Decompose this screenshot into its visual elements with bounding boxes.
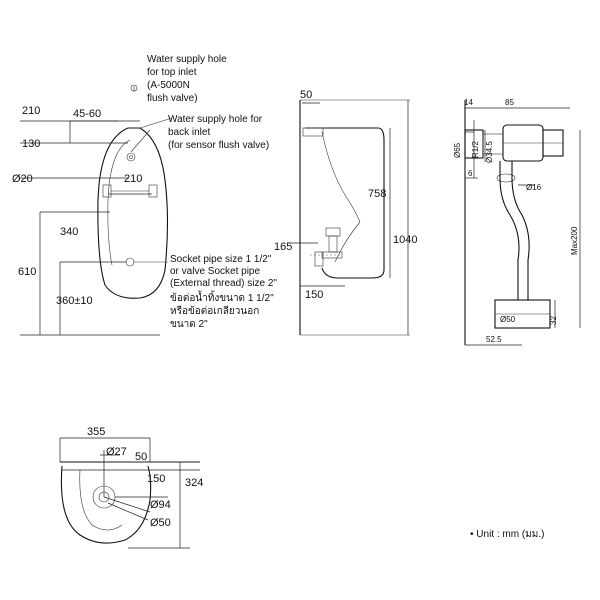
dim-valve-r12: R1/2: [471, 141, 480, 158]
note-socket-pipe: Socket pipe size 1 1/2" or valve Socket …: [170, 254, 277, 289]
dim-top-355: 355: [87, 426, 105, 438]
dim-valve-max200: Max200: [570, 226, 579, 255]
svg-text:flush valve): flush valve): [147, 93, 198, 104]
svg-text:Socket pipe size 1 1/2": Socket pipe size 1 1/2": [170, 254, 272, 265]
dim-valve-32: 32: [549, 316, 558, 325]
dim-top-d27: Ø27: [106, 446, 127, 458]
trap-flange: [325, 227, 341, 237]
dim-210-top: 210: [22, 105, 40, 117]
hanger-right: [148, 184, 158, 198]
dim-valve-52-5: 52.5: [486, 335, 502, 344]
note-back-inlet: Water supply hole for back inlet (for se…: [168, 114, 269, 151]
dim-valve-14: 14: [464, 98, 473, 107]
valve-view: 14 85 Ø65 R1/2 Ø34.5 6 Ø16 Max200 Ø50 32…: [453, 98, 581, 346]
svg-text:ข้อต่อน้ำทิ้งขนาด 1 1/2": ข้อต่อน้ำทิ้งขนาด 1 1/2": [170, 290, 274, 304]
svg-text:หรือข้อต่อเกลียวนอก: หรือข้อต่อเกลียวนอก: [170, 305, 259, 317]
svg-text:back inlet: back inlet: [168, 127, 210, 138]
hanger-left: [102, 184, 112, 198]
dim-top-50: 50: [135, 451, 147, 463]
dim-360: 360±10: [56, 295, 93, 307]
svg-text:for top inlet: for top inlet: [147, 67, 197, 78]
svg-text:(A-5000N: (A-5000N: [147, 80, 190, 91]
top-view: 355 Ø27 50 150 324 Ø94 Ø50: [59, 426, 203, 549]
dim-210-inner: 210: [124, 173, 142, 185]
dim-top-324: 324: [185, 477, 203, 489]
top-inlet-hole: [126, 152, 136, 162]
valve-pipe: [499, 161, 520, 300]
dim-side-50: 50: [300, 89, 312, 101]
urinal-front-inner: [107, 139, 131, 266]
dim-side-150: 150: [305, 289, 323, 301]
dim-340: 340: [60, 226, 78, 238]
dim-130: 130: [22, 138, 40, 150]
svg-text:Water supply hole for: Water supply hole for: [168, 114, 263, 125]
dim-d20: Ø20: [12, 173, 33, 185]
urinal-front-outline: [97, 127, 169, 299]
dim-top-d94: Ø94: [150, 499, 171, 511]
note-top-inlet: Water supply hole for top inlet (A-5000N…: [147, 54, 227, 104]
dim-top-150: 150: [147, 473, 165, 485]
dim-valve-50: Ø50: [500, 315, 516, 324]
dim-valve-85: 85: [505, 98, 514, 107]
dim-valve-65: Ø65: [453, 142, 462, 158]
svg-text:or valve Socket pipe: or valve Socket pipe: [170, 266, 260, 277]
unit-note: • Unit : mm (มม.): [470, 529, 544, 540]
outlet-hole: [125, 257, 135, 267]
dim-valve-345: Ø34.5: [485, 141, 494, 163]
back-inlet-hole: [129, 155, 133, 159]
svg-text:Water supply hole: Water supply hole: [147, 54, 227, 65]
svg-text:(External thread) size 2": (External thread) size 2": [170, 278, 277, 289]
side-view: 50 758 1040 165 150: [274, 89, 417, 336]
dim-side-758: 758: [368, 188, 386, 200]
dim-top-d50: Ø50: [150, 517, 171, 529]
dim-45-60: 45-60: [73, 108, 101, 120]
dim-valve-16: Ø16: [526, 183, 542, 192]
dim-side-165: 165: [274, 241, 292, 253]
urinal-top-outline: [60, 465, 152, 544]
urinal-side-bowl: [321, 131, 361, 223]
svg-text:(for sensor flush valve): (for sensor flush valve): [168, 140, 269, 151]
svg-text:ขนาด 2": ขนาด 2": [170, 319, 208, 330]
urinal-side-outline: [305, 127, 385, 279]
note-socket-pipe-thai: ข้อต่อน้ำทิ้งขนาด 1 1/2" หรือข้อต่อเกลีย…: [170, 290, 274, 330]
dim-side-1040: 1040: [393, 234, 417, 246]
dim-valve-6: 6: [468, 169, 473, 178]
front-view: 210 45-60 130 Ø20 210 340 610 360±10 Wat…: [12, 54, 277, 336]
dim-610: 610: [18, 266, 36, 278]
